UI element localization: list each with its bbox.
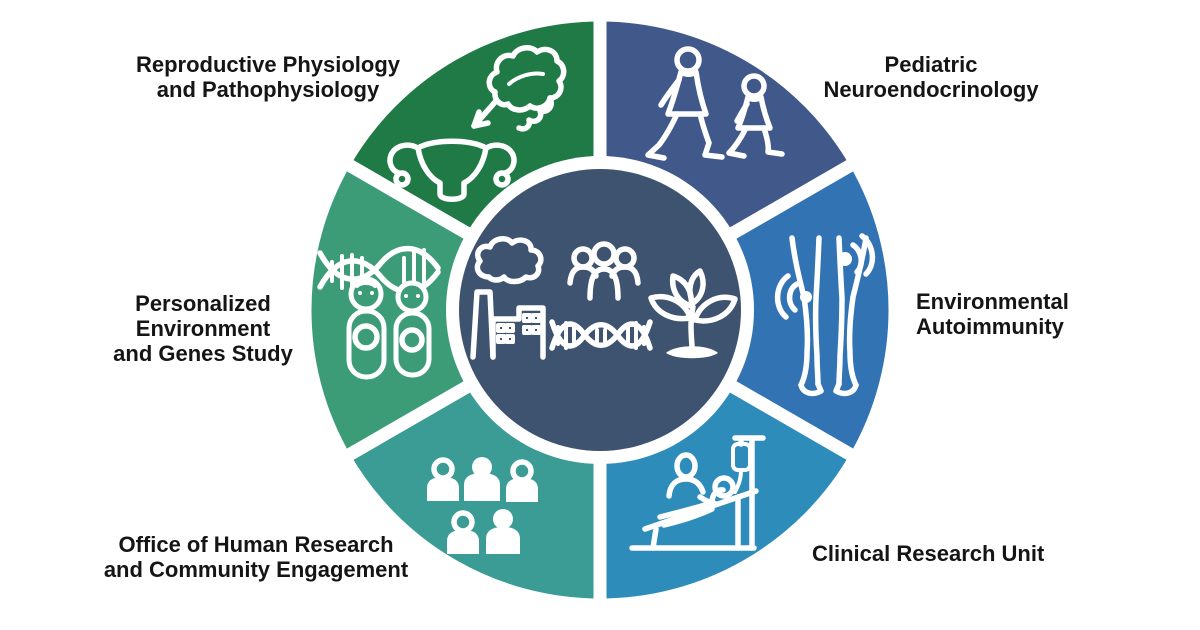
label-personalized-environment-genes: Personalized Environment and Genes Study [113, 291, 293, 366]
patient-iv-chair-icon [629, 435, 766, 551]
label-line: Reproductive Physiology [135, 52, 401, 77]
dna-twins-icon [317, 245, 441, 380]
children-walking-icon [645, 46, 785, 161]
label-line: Pediatric [884, 52, 978, 77]
label-reproductive-physiology: Reproductive Physiology and Pathophysiol… [136, 52, 400, 102]
center-circle [459, 169, 741, 451]
label-line: and Pathophysiology [156, 77, 380, 102]
label-line: Environment [135, 316, 271, 341]
label-line: and Genes Study [113, 341, 293, 366]
label-pediatric-neuroendocrinology: Pediatric Neuroendocrinology [823, 52, 1038, 102]
label-environmental-autoimmunity: Environmental Autoimmunity [916, 289, 1069, 339]
people-group-icon [427, 457, 538, 554]
label-line: Clinical Research Unit [812, 541, 1045, 566]
label-line: Environmental [916, 289, 1069, 314]
label-line: Autoimmunity [916, 314, 1064, 339]
label-line: Office of Human Research [118, 532, 394, 557]
label-office-of-human-research: Office of Human Research and Community E… [104, 532, 408, 582]
environment-people-dna-plant-icon [470, 236, 738, 360]
label-line: and Community Engagement [103, 557, 409, 582]
label-line: Neuroendocrinology [823, 77, 1039, 102]
label-line: Personalized [135, 291, 271, 316]
legs-joint-waves-icon [774, 233, 876, 397]
brain-uterus-icon [387, 45, 567, 202]
label-clinical-research-unit: Clinical Research Unit [812, 541, 1044, 566]
